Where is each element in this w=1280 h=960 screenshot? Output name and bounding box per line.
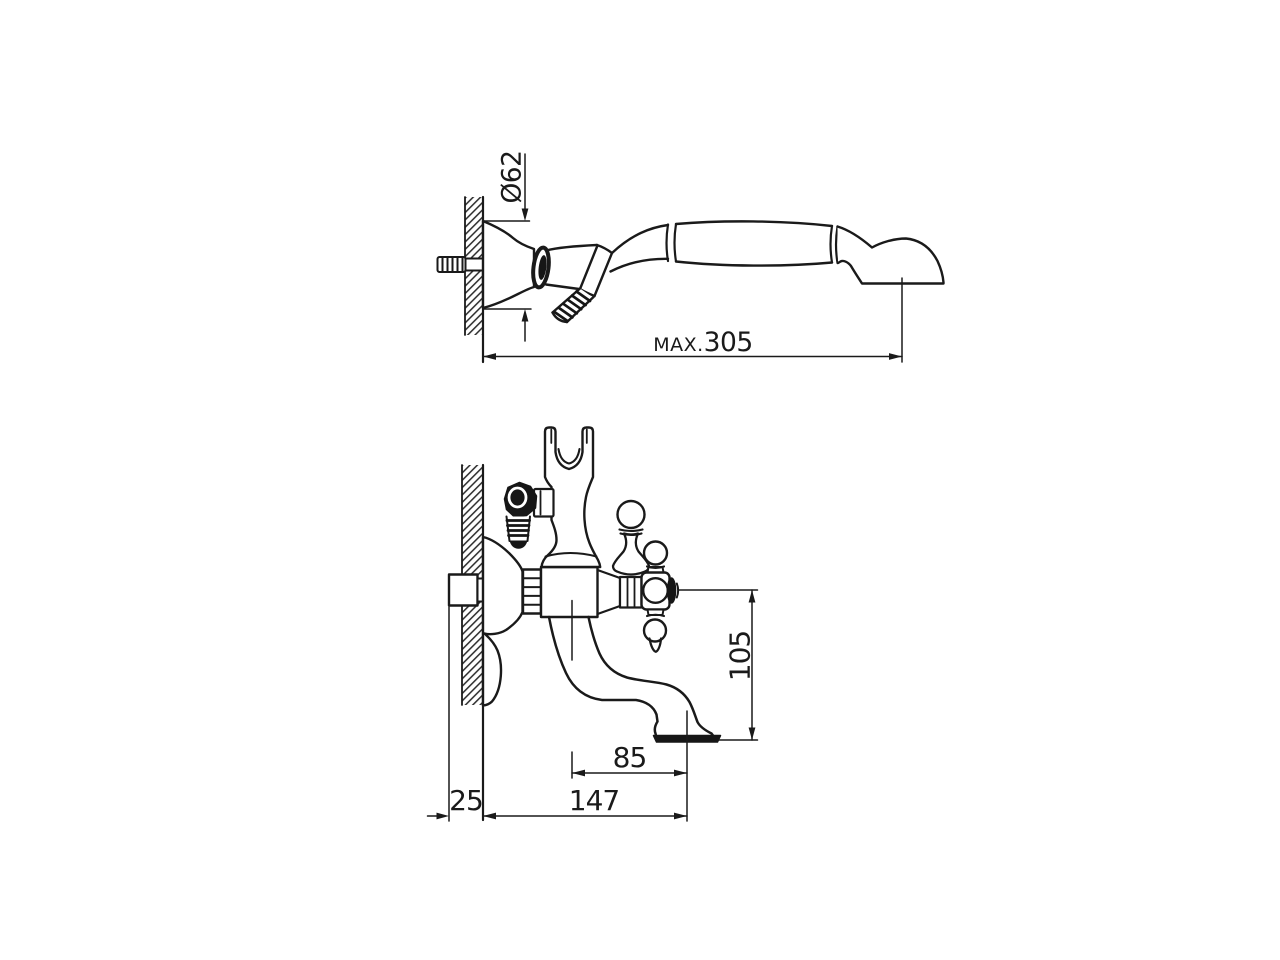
knob-collar-1 [618,528,644,533]
top-arm-collar [645,565,666,570]
spray-bell [836,225,945,285]
escutcheon-plate [481,535,524,707]
cradle-outline [540,426,602,569]
dim-label-wall-recess: 25 [449,784,483,817]
valve-bonnet [618,575,643,609]
thread-stub-left-edge [551,287,582,314]
arrow-right [674,812,687,820]
arrow-down [748,727,756,740]
supply-gap [465,258,483,270]
wall-section-bottom [447,463,485,822]
dim-diameter: Ø62 [482,150,532,342]
nipple-thread [505,519,531,537]
stem-base-collar [544,552,598,558]
dim-outlet-offset: 85 [571,599,688,822]
ferrule-left-2 [673,222,678,263]
hose-connection [503,481,555,549]
valve-taper-top [596,568,622,580]
cross-handle [640,540,680,653]
arrow-down [521,208,529,221]
max-value: 305 [704,327,753,358]
top-arm-ball [642,540,669,566]
neck-top-edge [610,223,670,255]
arrow-right [674,769,687,777]
ferrule-right-1 [829,224,834,264]
spout [547,615,722,743]
knob-collar-2 [619,532,643,537]
rib-collar [521,568,543,615]
wall-section-top [436,195,485,364]
nipple-tip [509,540,528,549]
knob-ball [616,499,646,530]
arrow-left [483,353,496,360]
handle-top-edge [674,220,834,228]
wall-bracket [481,219,551,310]
ferrule-left-1 [665,223,670,263]
grip-top-edge [544,243,599,252]
dim-label-diameter: Ø62 [497,150,528,203]
hub-side-cap [666,577,677,604]
valve-taper-bottom [596,604,622,616]
handle-bottom-edge [674,260,834,267]
mixer-body [521,565,643,619]
ferrule-right-2 [834,225,839,265]
arrow-left [572,769,585,777]
bottom-arm-ball [642,618,668,643]
dim-label-outlet-offset: 85 [613,741,647,774]
dim-max-reach: MAX.305 [482,277,903,363]
hex-nut-highlight [507,486,528,509]
mixer-view: 105 85 147 25 [426,426,759,822]
diverter-knob [611,499,651,576]
bottom-arm-tip [648,637,663,653]
body-block [539,565,599,619]
collar-line-1 [578,244,599,291]
thread-stub-end [551,311,569,324]
dim-wall-recess: 25 [426,606,484,822]
collar-top-edge [595,243,614,255]
dim-outlet-height: 105 [677,589,759,741]
inwall-union-square [447,573,479,607]
arrow-up [521,309,529,322]
handshower-view: Ø62 MAX.305 [436,150,945,364]
fork-inner-curve [557,447,581,465]
swivel-ring-inner [538,255,547,280]
arrow-right [889,353,902,360]
arrow-right [436,812,449,820]
hose-adapter-block [532,487,555,518]
grip-bottom-edge [544,283,581,291]
dim-overall-depth: 147 [482,784,688,820]
spout-outer-edge [547,615,659,737]
arrow-left [483,812,496,820]
dim-label-max-reach: MAX.305 [653,327,753,358]
neck-bottom-edge [609,257,670,273]
arrow-up [748,590,756,603]
collar-line-2 [593,251,614,298]
dim-label-overall-depth: 147 [569,784,619,817]
hub-front-arm-circle [642,577,670,605]
hose-thread [553,290,592,323]
spout-inner-edge [587,615,715,737]
dim-label-height: 105 [724,631,757,681]
bottom-arm-collar [645,613,666,618]
supply-barb-fitting [436,256,467,273]
bracket-cone [481,219,536,310]
handshower-body [544,220,945,324]
max-prefix: MAX. [653,334,703,356]
shower-cradle [540,426,602,569]
